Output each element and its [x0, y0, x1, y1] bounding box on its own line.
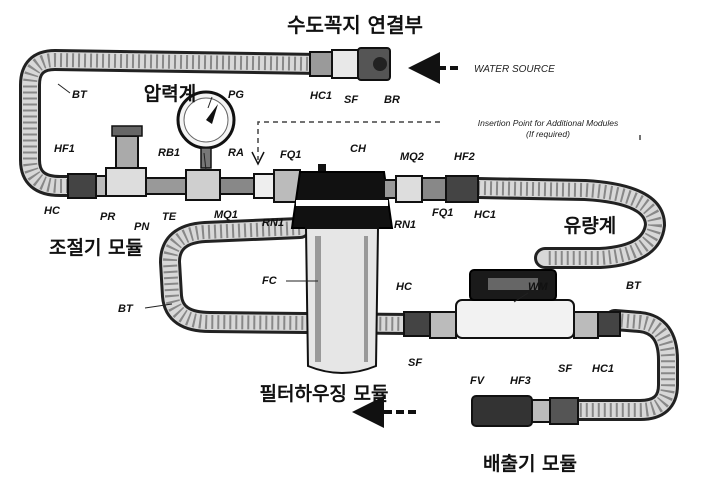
label-fv: FV — [470, 375, 486, 387]
faucet-connector-assembly — [309, 47, 391, 81]
filter-housing — [290, 164, 394, 374]
label-hc1-right: HC1 — [474, 209, 496, 221]
label-sf-mid-right: SF — [558, 363, 572, 375]
flow-meter-heading: 유량계 — [564, 215, 616, 237]
label-sf-mid-left: SF — [408, 357, 422, 369]
discharge-module-heading: 배출기 모듈 — [483, 453, 577, 475]
label-wm: WM — [528, 281, 548, 293]
faucet-connection-heading: 수도꼭지 연결부 — [287, 13, 423, 37]
label-mq2: MQ2 — [400, 151, 424, 163]
label-hf1: HF1 — [54, 143, 75, 155]
hose-right-bottom — [567, 309, 679, 421]
pressure-gauge — [176, 90, 236, 169]
label-hc1-top: HC1 — [310, 90, 332, 102]
hose-filter-loop — [158, 217, 421, 335]
insertion-point-note-line1: Insertion Point for Additional Modules — [478, 118, 619, 128]
label-hf2: HF2 — [454, 151, 475, 163]
label-hc1-mid: HC1 — [592, 363, 614, 375]
label-br: BR — [384, 94, 400, 106]
label-hc-left: HC — [44, 205, 61, 217]
insertion-point-guide — [251, 121, 641, 166]
label-sf-top: SF — [344, 94, 358, 106]
label-mq1: MQ1 — [214, 209, 238, 221]
hose-top-left — [19, 48, 331, 197]
label-fc: FC — [262, 275, 278, 287]
label-fq1-right: FQ1 — [432, 207, 453, 219]
label-hc-mid: HC — [396, 281, 413, 293]
label-bt-left: BT — [118, 303, 134, 315]
water-source-note: WATER SOURCE — [474, 64, 555, 75]
leader-lines — [57, 83, 529, 309]
filter-housing-module-heading: 필터하우징 모듈 — [260, 383, 389, 405]
label-rn1-right: RN1 — [394, 219, 416, 231]
label-rn1-left: RN1 — [262, 217, 284, 229]
label-fq1-left: FQ1 — [280, 149, 301, 161]
label-pg: PG — [228, 89, 244, 101]
label-hf3: HF3 — [510, 375, 531, 387]
pressure-gauge-heading: 압력계 — [144, 83, 196, 105]
label-te: TE — [162, 211, 177, 223]
flow-meter-assembly — [403, 269, 621, 339]
insertion-point-note-line2: (If required) — [526, 129, 570, 139]
label-ra: RA — [228, 147, 244, 159]
label-pn: PN — [134, 221, 150, 233]
label-bt-right: BT — [626, 280, 642, 292]
label-rb1: RB1 — [158, 147, 180, 159]
regulator-pipe-line — [67, 125, 301, 203]
hose-right-top — [467, 177, 667, 269]
discharge-valve — [471, 395, 579, 427]
label-bt-top: BT — [72, 89, 88, 101]
label-ch: CH — [350, 143, 367, 155]
outlet-pipe-line — [383, 175, 479, 203]
label-pr: PR — [100, 211, 115, 223]
regulator-module-heading: 조절기 모듈 — [49, 237, 143, 259]
